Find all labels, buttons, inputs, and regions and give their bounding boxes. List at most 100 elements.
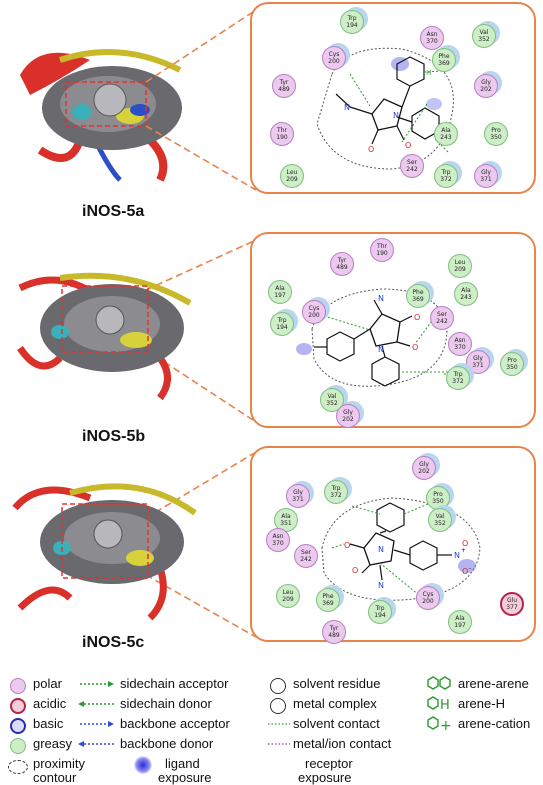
legend-basic: basic <box>33 716 64 731</box>
residue-number: 372 <box>452 378 464 385</box>
nitrogen-atom: N <box>378 581 384 590</box>
arene-cation-label: + <box>440 718 452 734</box>
residue-number: 371 <box>480 176 492 183</box>
panel-title-5b: iNOS-5b <box>82 428 146 445</box>
residue-name: Val <box>435 513 445 520</box>
legend-acidic: acidic <box>33 696 67 711</box>
residue-name: Cys <box>308 305 320 312</box>
interaction-arrows <box>78 681 114 747</box>
residue-number: 350 <box>490 134 502 141</box>
positive-charge: + <box>461 547 466 554</box>
residue-number: 200 <box>328 58 340 65</box>
residue-name: Ser <box>301 549 311 556</box>
legend-backbone-acceptor: backbone acceptor <box>120 716 230 731</box>
metal-complex-swatch <box>270 698 286 714</box>
residue-name: Val <box>479 29 489 36</box>
polar-swatch <box>10 678 26 694</box>
legend-greasy: greasy <box>33 736 73 751</box>
structure-render-5b <box>0 248 240 418</box>
residue-number: 209 <box>454 266 466 273</box>
residue-name: Tyr <box>337 257 347 264</box>
residue-name: Ser <box>437 311 447 318</box>
residue-name: Asn <box>454 337 466 344</box>
residue-number: 369 <box>322 600 334 607</box>
residue-name: Gly <box>481 79 491 86</box>
legend-arene-arene: arene-arene <box>458 676 529 691</box>
residue-name: Pro <box>507 357 517 364</box>
residue-number: 352 <box>478 36 490 43</box>
residue-number: 194 <box>346 22 358 29</box>
residue-name: Glu <box>506 597 518 604</box>
residue-number: 200 <box>422 598 434 605</box>
legend-ligand-exposure: exposure <box>158 770 212 785</box>
residue-number: 352 <box>434 520 446 527</box>
arene-symbols: H + <box>427 676 452 734</box>
residue-number: 489 <box>336 264 348 271</box>
oxygen-atom: O <box>405 141 411 150</box>
oxygen-atom: O <box>462 567 468 576</box>
ligand-exposure-swatch <box>134 756 152 774</box>
residue-number: 369 <box>438 60 450 67</box>
residue-name: Phe <box>438 53 450 60</box>
residue-number: 243 <box>440 134 452 141</box>
residue-number: 370 <box>272 540 284 547</box>
residue-name: Ala <box>281 513 291 520</box>
legend-metal-complex: metal complex <box>293 696 377 711</box>
contact-lines <box>268 723 290 745</box>
residue-number: 242 <box>436 318 448 325</box>
oxygen-atom: O <box>462 539 468 548</box>
residue-number: 489 <box>328 632 340 639</box>
residue-name: Thr <box>377 243 387 250</box>
residue-name: Phe <box>412 289 424 296</box>
oxygen-atom: O <box>412 343 418 352</box>
residue-number: 202 <box>480 86 492 93</box>
residue-name: Gly <box>293 489 303 496</box>
residue-name: Leu <box>454 259 466 266</box>
residue-name: Gly <box>481 169 491 176</box>
legend-polar: polar <box>33 676 62 691</box>
residue-name: Val <box>327 393 337 400</box>
residue-number: 202 <box>342 416 354 423</box>
proximity-contour-swatch <box>8 760 28 774</box>
residue-name: Gly <box>473 355 483 362</box>
residue-name: Ser <box>407 159 417 166</box>
residue-name: Leu <box>282 589 294 596</box>
residue-name: Gly <box>343 409 353 416</box>
legend-contour: contour <box>33 770 77 785</box>
residue-name: Ala <box>441 127 451 134</box>
oxygen-atom: O <box>368 145 374 154</box>
residue-number: 372 <box>330 492 342 499</box>
residue-name: Ala <box>455 615 465 622</box>
receptor-exposure-swatch <box>272 756 282 776</box>
residue-number: 202 <box>418 468 430 475</box>
oxygen-atom: O <box>352 566 358 575</box>
residue-number: 209 <box>282 596 294 603</box>
residue-name: Pro <box>491 127 501 134</box>
